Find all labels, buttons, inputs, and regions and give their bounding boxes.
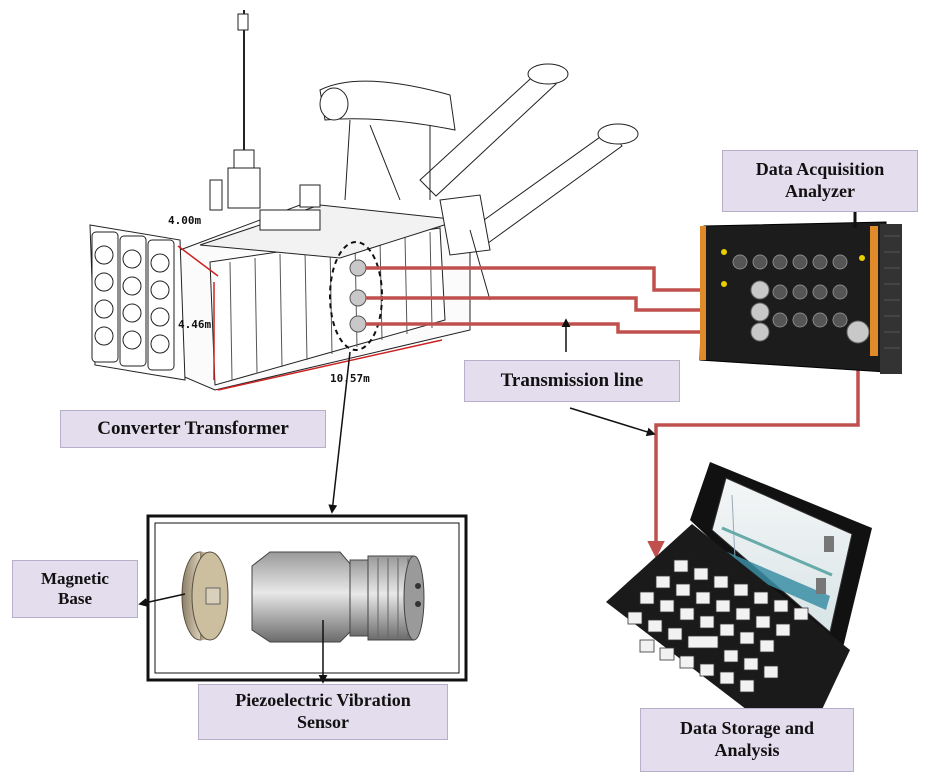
sensor-dot-2 [349,289,367,307]
label-magnetic-base: Magnetic Base [12,560,138,618]
black-arrows [138,318,656,684]
label-converter-transformer: Converter Transformer [60,410,326,448]
dimension-length-label: 10.57m [330,372,370,385]
sensor-photo-frame [146,514,468,682]
laptop-illustration [606,462,872,752]
label-data-acquisition-analyzer: Data Acquisition Analyzer [722,150,918,212]
label-data-storage-analysis: Data Storage and Analysis [640,708,854,772]
piezoelectric-sensor-illustration [251,551,425,643]
magnetic-base-illustration [181,551,229,641]
label-piezoelectric-sensor: Piezoelectric Vibration Sensor [198,684,448,740]
transmission-lines [366,266,860,559]
sensor-dot-3 [349,315,367,333]
sensor-dot-1 [349,259,367,277]
label-transmission-line: Transmission line [464,360,680,402]
data-acquisition-analyzer-device [699,212,902,374]
sensor-cluster-ellipse [329,241,383,351]
converter-transformer-drawing [89,10,639,391]
dimension-width-label: 4.00m [168,214,202,227]
dimension-height-label: 4.46m [178,318,212,331]
dimension-lines [177,245,443,391]
